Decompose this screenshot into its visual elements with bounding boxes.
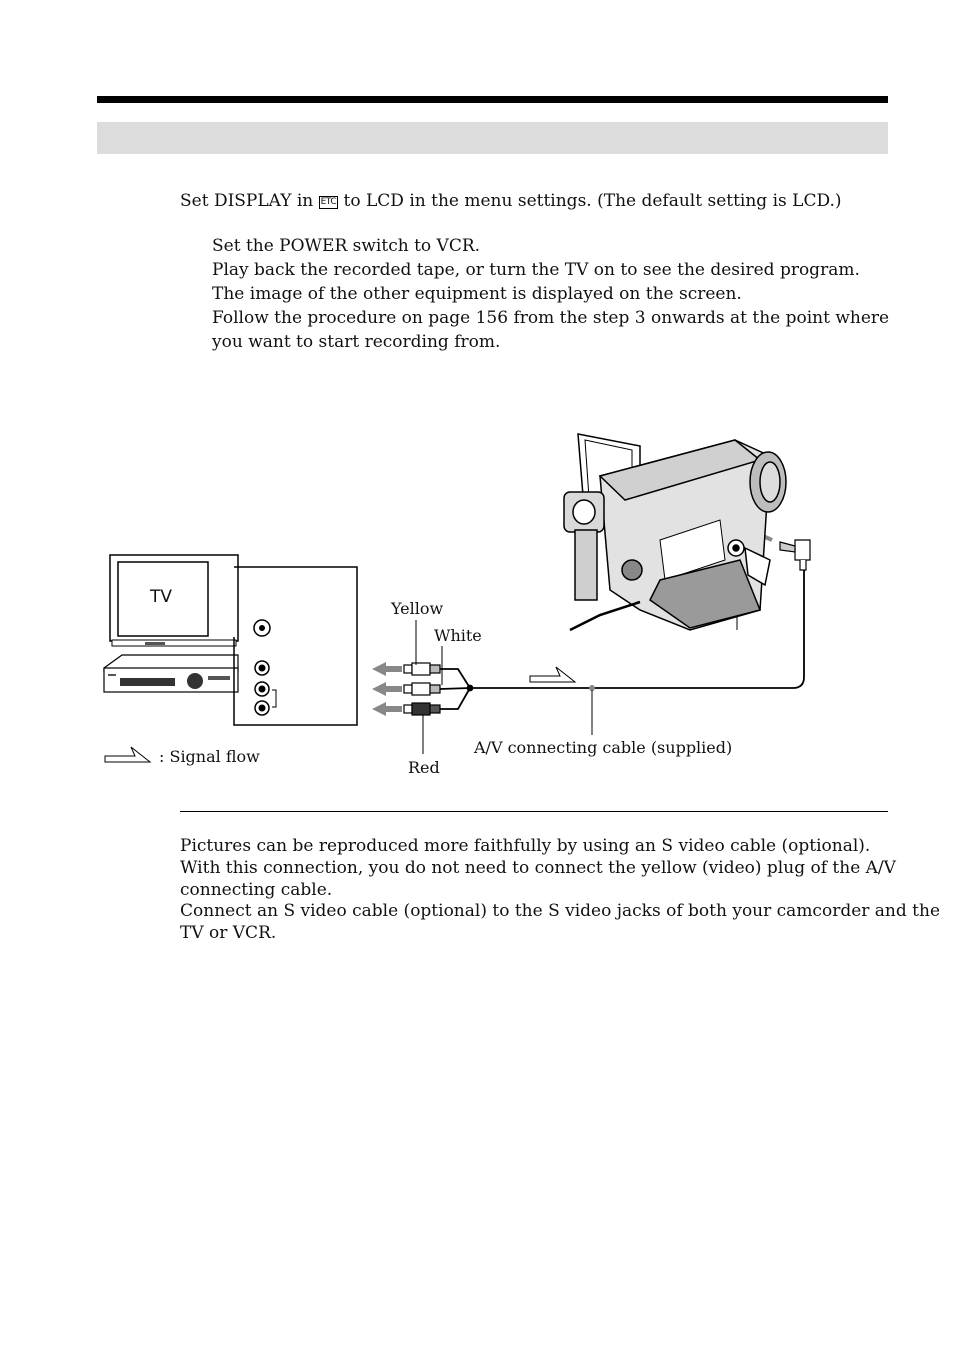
step-1: Set the POWER switch to VCR. bbox=[212, 236, 481, 256]
etc-menu-icon: ETC bbox=[318, 196, 339, 209]
signal-flow-legend: : Signal flow bbox=[159, 747, 260, 766]
red-label: Red bbox=[408, 758, 440, 777]
note-line-5: TV or VCR. bbox=[180, 923, 277, 943]
rca-plugs bbox=[403, 662, 441, 716]
jack-panel bbox=[233, 566, 358, 726]
intro-text: Set DISPLAY in ETC to LCD in the menu se… bbox=[180, 191, 842, 211]
step-3: Follow the procedure on page 156 from th… bbox=[212, 308, 890, 328]
top-rule bbox=[97, 96, 888, 103]
step-2-result: The image of the other equipment is disp… bbox=[212, 284, 742, 304]
av-cable bbox=[439, 560, 805, 710]
section-header-bar bbox=[97, 122, 888, 154]
white-label: White bbox=[434, 626, 482, 645]
legend-arrow bbox=[104, 746, 152, 763]
signal-flow-arrow bbox=[529, 666, 577, 683]
note-divider bbox=[180, 811, 888, 812]
note-line-4: Connect an S video cable (optional) to t… bbox=[180, 901, 941, 921]
step-2: Play back the recorded tape, or turn the… bbox=[212, 260, 860, 280]
note-line-2: With this connection, you do not need to… bbox=[180, 858, 896, 878]
vcr-illustration bbox=[103, 654, 239, 693]
tv-label: TV bbox=[150, 587, 173, 607]
signal-arrows bbox=[372, 662, 402, 716]
yellow-label: Yellow bbox=[391, 599, 444, 618]
note-line-1: Pictures can be reproduced more faithful… bbox=[180, 836, 871, 856]
step-3-continued: you want to start recording from. bbox=[212, 332, 501, 352]
camcorder-illustration bbox=[563, 433, 787, 632]
tv-illustration bbox=[109, 554, 239, 647]
cable-label: A/V connecting cable (supplied) bbox=[474, 738, 733, 757]
note-line-3: connecting cable. bbox=[180, 880, 333, 900]
